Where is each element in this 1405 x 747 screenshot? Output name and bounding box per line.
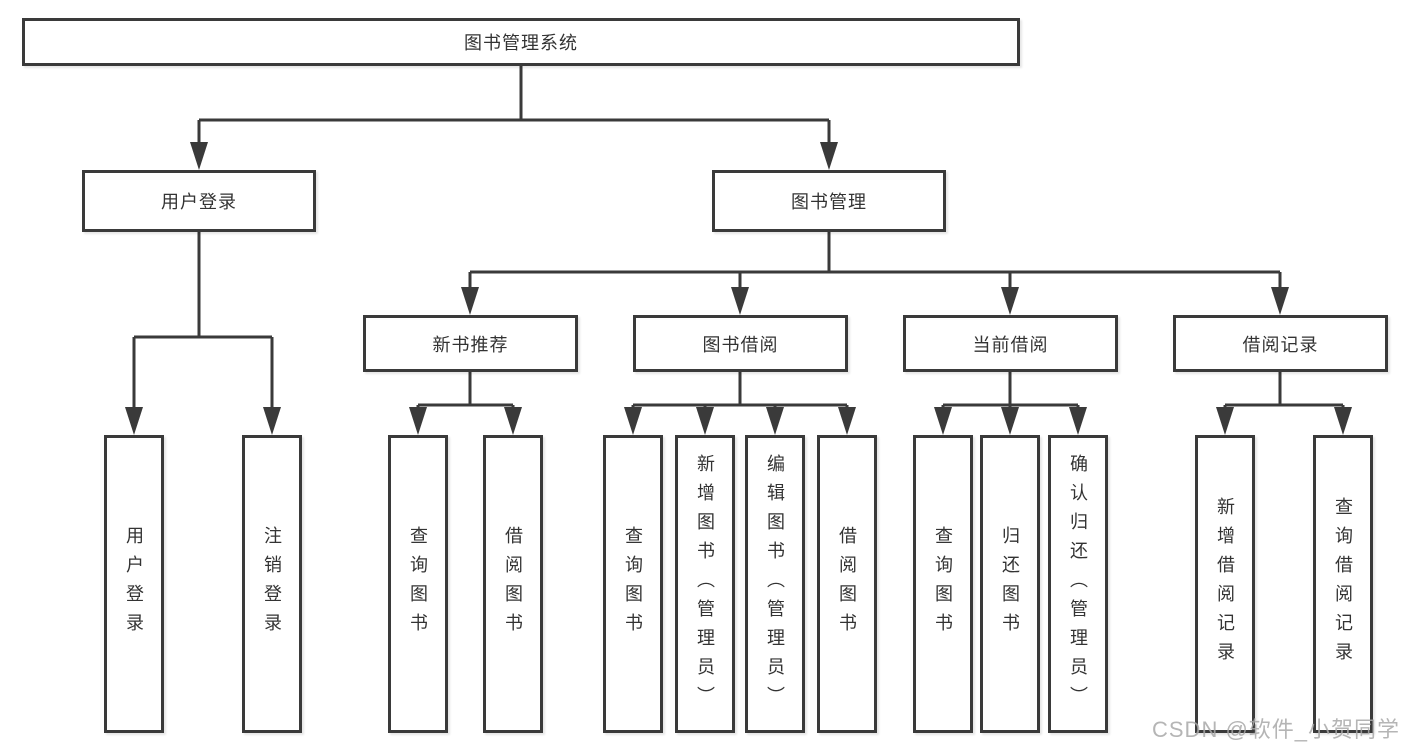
node-borrowing-records: 借阅记录 [1173, 315, 1388, 372]
leaf-borrow-query-book: 查询图书 [603, 435, 663, 733]
leaf-logout: 注销登录 [242, 435, 302, 733]
arrowheads [125, 142, 1352, 435]
leaf-rec-query-book: 查询图书 [388, 435, 448, 733]
node-book-borrowing: 图书借阅 [633, 315, 848, 372]
leaf-borrow-add-book-admin: 新增图书（管理员） [675, 435, 735, 733]
leaf-borrow-borrow-book: 借阅图书 [817, 435, 877, 733]
leaf-current-return-book: 归还图书 [980, 435, 1040, 733]
node-current-borrowing: 当前借阅 [903, 315, 1118, 372]
leaf-rec-borrow-book: 借阅图书 [483, 435, 543, 733]
node-new-book-recommendation: 新书推荐 [363, 315, 578, 372]
leaf-current-confirm-return-admin: 确认归还（管理员） [1048, 435, 1108, 733]
leaf-current-query-book: 查询图书 [913, 435, 973, 733]
leaf-log-query-record: 查询借阅记录 [1313, 435, 1373, 733]
node-book-management: 图书管理 [712, 170, 946, 232]
leaf-log-add-record: 新增借阅记录 [1195, 435, 1255, 733]
leaf-borrow-edit-book-admin: 编辑图书（管理员） [745, 435, 805, 733]
leaf-user-login: 用户登录 [104, 435, 164, 733]
node-library-management-system: 图书管理系统 [22, 18, 1020, 66]
node-user-login: 用户登录 [82, 170, 316, 232]
connector-paths [132, 66, 1345, 409]
